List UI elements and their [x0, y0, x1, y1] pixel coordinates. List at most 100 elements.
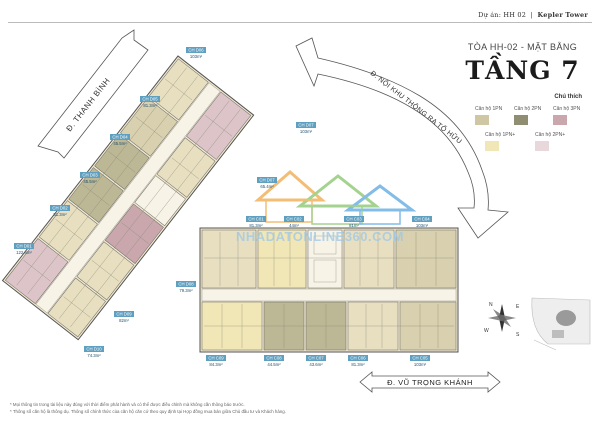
svg-text:84.3m²: 84.3m²: [209, 362, 223, 367]
unit-block: [104, 203, 164, 264]
svg-text:103m²: 103m²: [190, 54, 203, 59]
unit-block: [201, 229, 257, 289]
svg-text:CH D07: CH D07: [259, 178, 275, 183]
floor-title: TẦNG 7: [465, 56, 580, 85]
legend-swatch: [475, 115, 489, 125]
compass-north: N: [489, 302, 493, 308]
svg-text:45.5m²: 45.5m²: [83, 179, 97, 184]
legend-swatch: [535, 141, 549, 151]
project-header: Dự án: HH 02 | Kepler Tower: [478, 11, 588, 19]
unit-label: CH D07 103m²: [296, 122, 316, 134]
key-plan: [531, 297, 591, 351]
legend-label: Căn hộ 1PN: [475, 106, 503, 112]
watermark: NHADATONLINE360.COM: [236, 170, 417, 244]
svg-text:CH C01: CH C01: [248, 217, 264, 222]
unit-block: [257, 229, 307, 289]
project-label: Dự án: HH 02: [478, 11, 527, 19]
unit-label: CH D09 82m²: [114, 311, 134, 323]
unit-label: CH D07 65.4m²: [257, 177, 277, 189]
svg-text:65.4m²: 65.4m²: [260, 184, 274, 189]
street-label-right: Đ. NỘI KHU THÔNG RA TỐ HỮU: [369, 68, 465, 146]
unit-label: CH C06 81.3m²: [348, 355, 368, 367]
unit-label: CH D02 81.3m²: [50, 205, 70, 217]
watermark-text: NHADATONLINE360.COM: [236, 229, 404, 244]
footnote: * Thông số căn hộ là thông dụ. Thông số …: [10, 409, 286, 414]
svg-text:81.3m²: 81.3m²: [249, 223, 263, 228]
svg-text:CH C08: CH C08: [266, 356, 282, 361]
svg-text:CH C09: CH C09: [208, 356, 224, 361]
svg-text:CH C03: CH C03: [346, 217, 362, 222]
core-stair: [307, 229, 343, 289]
svg-text:CH C06: CH C06: [350, 356, 366, 361]
unit-block: [38, 200, 98, 261]
building-wing-diagonal: [1, 55, 255, 341]
unit-label: CH D03 45.5m²: [80, 172, 100, 184]
street-label-bottom: Đ. VŨ TRỌNG KHÁNH: [387, 378, 473, 387]
compass-west: W: [484, 328, 489, 334]
legend-label: Căn hộ 2PN+: [535, 132, 566, 138]
svg-text:81.3m²: 81.3m²: [143, 103, 157, 108]
svg-text:CH C02: CH C02: [286, 217, 302, 222]
unit-label: CH C05 103m²: [410, 355, 430, 367]
svg-text:CH D10: CH D10: [86, 347, 102, 352]
legend-item: Căn hộ 1PN+: [485, 132, 515, 151]
core-stair: [134, 175, 186, 227]
building-title: TÒA HH-02 - MẶT BẰNG: [467, 42, 578, 52]
svg-text:CH D01: CH D01: [16, 244, 32, 249]
svg-text:CH C07: CH C07: [308, 356, 324, 361]
legend-label: Căn hộ 3PN: [553, 106, 581, 112]
svg-text:74.3m²: 74.3m²: [87, 353, 101, 358]
svg-text:CH D06: CH D06: [188, 48, 204, 53]
legend-item: Căn hộ 2PN: [514, 106, 541, 125]
svg-text:82m²: 82m²: [119, 318, 129, 323]
unit-block: [47, 277, 106, 338]
unit-label: CH D08 79.3m²: [176, 281, 196, 293]
svg-text:103m²: 103m²: [416, 223, 429, 228]
legend-label: Căn hộ 2PN: [514, 106, 542, 112]
svg-text:45.5m²: 45.5m²: [113, 141, 127, 146]
svg-text:CH D03: CH D03: [82, 173, 98, 178]
street-arrow-right: Đ. NỘI KHU THÔNG RA TỐ HỮU: [295, 37, 509, 239]
tower-name: Kepler Tower: [537, 11, 588, 19]
svg-text:CH D08: CH D08: [178, 282, 194, 287]
header-divider: [8, 22, 592, 23]
unit-label: CH D01 122.6m²: [14, 243, 34, 255]
legend-swatch: [485, 141, 499, 151]
unit-label: CH D05 81.3m²: [140, 96, 160, 108]
unit-label: CH C07 43.6m²: [306, 355, 326, 367]
street-arrow-bottom: Đ. VŨ TRỌNG KHÁNH: [359, 371, 501, 393]
unit-labels: CH D06 103m² CH D05 81.3m² CH D07 103m² …: [14, 47, 432, 367]
footnote: * Mọi thông tin trong tài liệu này đúng …: [10, 402, 245, 407]
unit-label: CH C03 81m²: [344, 216, 364, 228]
legend-item: Căn hộ 2PN+: [535, 132, 565, 151]
unit-block: [343, 229, 395, 289]
legend-swatch: [514, 115, 528, 125]
compass-rose: N E S W: [484, 302, 520, 338]
svg-text:43.6m²: 43.6m²: [309, 362, 323, 367]
svg-text:CH D02: CH D02: [52, 206, 68, 211]
legend-label: Căn hộ 1PN+: [485, 132, 516, 138]
legend-title: Chú thích: [554, 94, 582, 100]
unit-block: [4, 238, 69, 304]
svg-text:81.3m²: 81.3m²: [53, 212, 67, 217]
svg-text:81.3m²: 81.3m²: [351, 362, 365, 367]
unit-label: CH C09 84.3m²: [206, 355, 226, 367]
legend-item: Căn hộ 1PN: [475, 106, 502, 125]
svg-text:CH C05: CH C05: [412, 356, 428, 361]
svg-text:44.5m²: 44.5m²: [267, 362, 281, 367]
svg-text:103m²: 103m²: [414, 362, 427, 367]
unit-label: CH D10 74.3m²: [84, 346, 104, 358]
svg-text:CH C04: CH C04: [414, 217, 430, 222]
unit-label: CH D06 103m²: [186, 47, 206, 59]
svg-text:81m²: 81m²: [349, 223, 359, 228]
unit-label: CH C01 81.3m²: [246, 216, 266, 228]
unit-label: CH C04 103m²: [412, 216, 432, 228]
svg-text:79.3m²: 79.3m²: [179, 288, 193, 293]
svg-text:CH D05: CH D05: [142, 97, 158, 102]
svg-text:122.6m²: 122.6m²: [16, 250, 32, 255]
svg-text:CH D04: CH D04: [112, 135, 128, 140]
compass-east: E: [516, 304, 520, 310]
unit-label: CH C02 44m²: [284, 216, 304, 228]
compass-south: S: [516, 332, 520, 338]
